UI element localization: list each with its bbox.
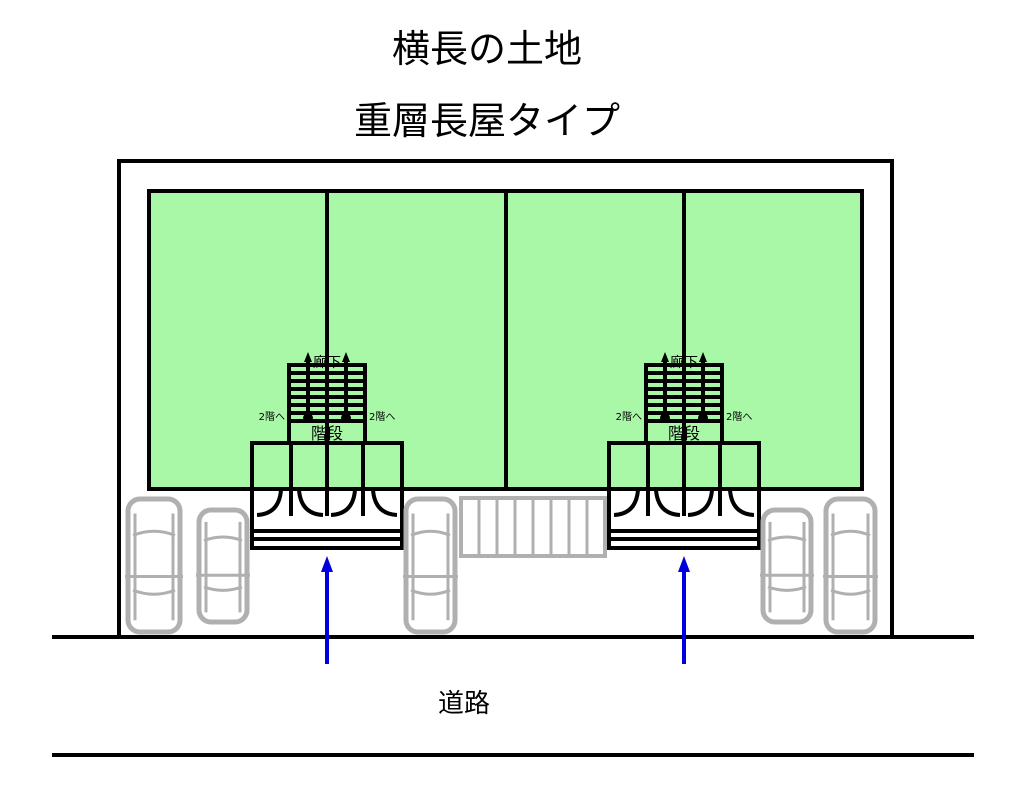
title-line-2: 重層長屋タイプ — [354, 99, 620, 143]
parked-car — [403, 496, 458, 635]
road-label: 道路 — [438, 689, 490, 719]
to-second-floor-label: 2階へ — [726, 411, 752, 423]
bicycle-parking — [459, 496, 607, 558]
to-second-floor-label: 2階へ — [369, 411, 395, 423]
lot-boundary — [117, 159, 894, 637]
corridor-label: 廊下 — [313, 354, 341, 371]
parked-car — [125, 496, 183, 635]
to-second-floor-label: 2階へ — [259, 411, 285, 423]
corridor-label: 廊下 — [670, 354, 698, 371]
parked-car — [760, 507, 814, 625]
title-line-1: 横長の土地 — [392, 27, 582, 71]
entry-doors[interactable] — [613, 489, 755, 517]
entrance-arrow-right — [678, 556, 690, 664]
parked-car — [823, 496, 878, 635]
parked-car — [196, 507, 250, 625]
to-second-floor-label: 2階へ — [616, 411, 642, 423]
entry-doors[interactable] — [256, 489, 398, 517]
stairs-label: 階段 — [668, 424, 700, 443]
stairs-label: 階段 — [311, 424, 343, 443]
entrance-arrow-left — [321, 556, 333, 664]
